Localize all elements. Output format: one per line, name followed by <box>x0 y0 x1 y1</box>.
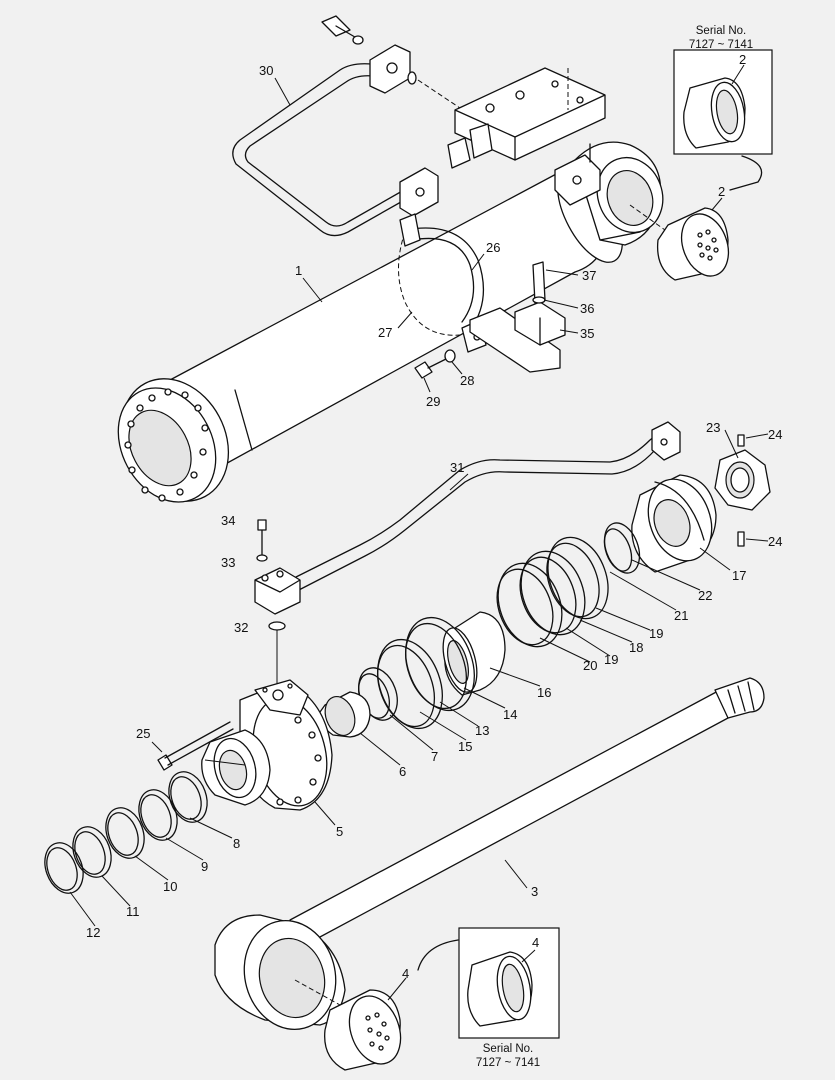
rod-seals-8-12 <box>44 771 208 894</box>
label-part-4-inset: 4 <box>532 935 539 950</box>
label-part-3: 3 <box>531 884 538 899</box>
bushing-4-grease-holes <box>365 1012 390 1051</box>
label-part-14: 14 <box>503 707 517 722</box>
label-part-10: 10 <box>163 879 177 894</box>
bushing-grease-holes <box>697 229 719 261</box>
flange-bolt-holes <box>124 388 209 502</box>
label-part-17: 17 <box>732 568 746 583</box>
bolt-29 <box>414 349 456 379</box>
label-part-18: 18 <box>629 640 643 655</box>
label-part-31: 31 <box>450 460 464 475</box>
cover-bolt-holes <box>276 716 322 806</box>
label-part-21: 21 <box>674 608 688 623</box>
label-part-32: 32 <box>234 620 248 635</box>
piston-rod-3 <box>214 677 765 1031</box>
label-part-36: 36 <box>580 301 594 316</box>
label-part-20: 20 <box>583 658 597 673</box>
label-part-29: 29 <box>426 394 440 409</box>
label-part-24b: 24 <box>768 534 782 549</box>
label-part-9: 9 <box>201 859 208 874</box>
inset-top-serial-range: 7127 ~ 7141 <box>689 39 753 51</box>
label-part-12: 12 <box>86 925 100 940</box>
label-part-37: 37 <box>582 268 596 283</box>
label-part-6: 6 <box>399 764 406 779</box>
label-part-33: 33 <box>221 555 235 570</box>
rod-cover-5 <box>157 679 333 811</box>
inset-top <box>673 49 773 191</box>
label-part-25: 25 <box>136 726 150 741</box>
spacer-16 <box>442 611 506 696</box>
label-part-23: 23 <box>706 420 720 435</box>
cylinder-tube <box>117 141 664 503</box>
piston-seal-rings <box>496 522 641 648</box>
inset-bottom-serial-range: 7127 ~ 7141 <box>476 1057 540 1069</box>
label-part-2: 2 <box>718 184 725 199</box>
label-part-34: 34 <box>221 513 235 528</box>
label-part-27: 27 <box>378 325 392 340</box>
pipe-31 <box>254 421 681 690</box>
bushing-4 <box>324 989 402 1071</box>
bracket-35 <box>469 261 566 373</box>
label-part-19a: 19 <box>649 626 663 641</box>
label-part-15: 15 <box>458 739 472 754</box>
label-part-16: 16 <box>537 685 551 700</box>
bushing-2 <box>629 204 730 281</box>
label-part-26: 26 <box>486 240 500 255</box>
leader-lines <box>69 77 769 1001</box>
part-labels: 1 2 2 3 4 4 5 6 7 8 9 10 11 12 13 14 15 … <box>86 52 782 981</box>
inset-bottom <box>417 927 560 1039</box>
label-part-7: 7 <box>431 749 438 764</box>
label-part-4: 4 <box>402 966 409 981</box>
label-part-2-inset: 2 <box>739 52 746 67</box>
pipe-30 <box>232 15 461 237</box>
label-part-19b: 19 <box>604 652 618 667</box>
label-part-11: 11 <box>126 904 140 919</box>
holding-valve-block <box>447 67 606 169</box>
label-part-24a: 24 <box>768 427 782 442</box>
inset-bottom-serial-label: Serial No. <box>483 1043 534 1055</box>
label-part-13: 13 <box>475 723 489 738</box>
inset-top-serial-label: Serial No. <box>696 25 747 37</box>
label-part-8: 8 <box>233 836 240 851</box>
label-part-30: 30 <box>259 63 273 78</box>
label-part-1: 1 <box>295 263 302 278</box>
label-part-35: 35 <box>580 326 594 341</box>
label-part-22: 22 <box>698 588 712 603</box>
piston-nut-23 <box>714 434 771 547</box>
piston-17 <box>631 474 717 573</box>
inset-captions: Serial No. 7127 ~ 7141 Serial No. 7127 ~… <box>476 25 753 1069</box>
label-part-5: 5 <box>336 824 343 839</box>
label-part-28: 28 <box>460 373 474 388</box>
o-rings-13-15 <box>377 616 475 730</box>
